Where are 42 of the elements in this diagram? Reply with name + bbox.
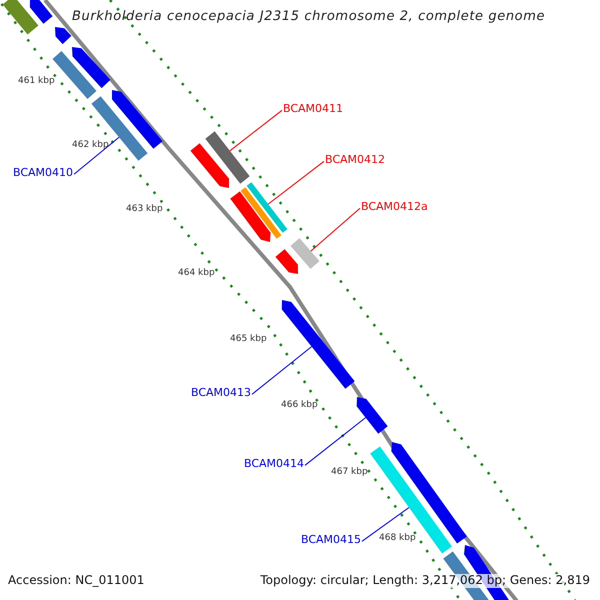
leader-line xyxy=(252,346,312,395)
gene-block xyxy=(240,187,282,239)
gene-label: BCAM0413 xyxy=(191,387,252,400)
gene-label: BCAM0412a xyxy=(361,201,428,214)
gene-block xyxy=(275,249,298,274)
tick-label: 465 kbp xyxy=(230,334,267,344)
gene-label: BCAM0415 xyxy=(301,534,362,547)
gene-block xyxy=(2,0,38,34)
footer-text: Topology: circular; Length: 3,217,062 bp; Genes: 2,819 xyxy=(260,574,590,588)
gene-block xyxy=(230,191,270,242)
gene-label: BCAM0412 xyxy=(325,154,386,167)
tick-label: 468 kbp xyxy=(379,533,416,544)
tick-label: 467 kbp xyxy=(331,467,368,478)
title: Burkholderia cenocepacia J2315 chromosome 2, complete genome xyxy=(72,10,546,25)
leader-line xyxy=(362,507,410,542)
gene-block xyxy=(290,238,320,269)
gene-block xyxy=(91,96,148,161)
tick-label: 464 kbp xyxy=(178,268,215,278)
gene-label: BCAM0411 xyxy=(283,103,344,116)
tick-label: 462 kbp xyxy=(72,140,109,150)
leader-line xyxy=(304,417,366,466)
leader-line xyxy=(268,160,324,205)
gene-block xyxy=(246,182,288,233)
tick-label: 461 kbp xyxy=(18,76,55,86)
gene-block xyxy=(190,143,229,188)
gene-block xyxy=(205,131,250,184)
gene-block xyxy=(370,446,452,554)
gene-block xyxy=(282,300,355,389)
gene-block xyxy=(52,51,96,99)
tick-label: 463 kbp xyxy=(126,204,163,214)
leader-line xyxy=(74,136,120,175)
tick-label: 466 kbp xyxy=(281,400,318,410)
gene-block xyxy=(72,47,110,88)
leader-line xyxy=(310,208,360,252)
gene-label: BCAM0414 xyxy=(244,458,304,471)
leader-line xyxy=(229,110,282,152)
gene-block xyxy=(55,27,72,44)
gene-block xyxy=(30,0,53,24)
gene-block xyxy=(356,397,388,434)
footer-text: Accession: NC_011001 xyxy=(8,574,144,588)
gene-block xyxy=(112,90,163,149)
gene-label: BCAM0410 xyxy=(13,167,74,180)
